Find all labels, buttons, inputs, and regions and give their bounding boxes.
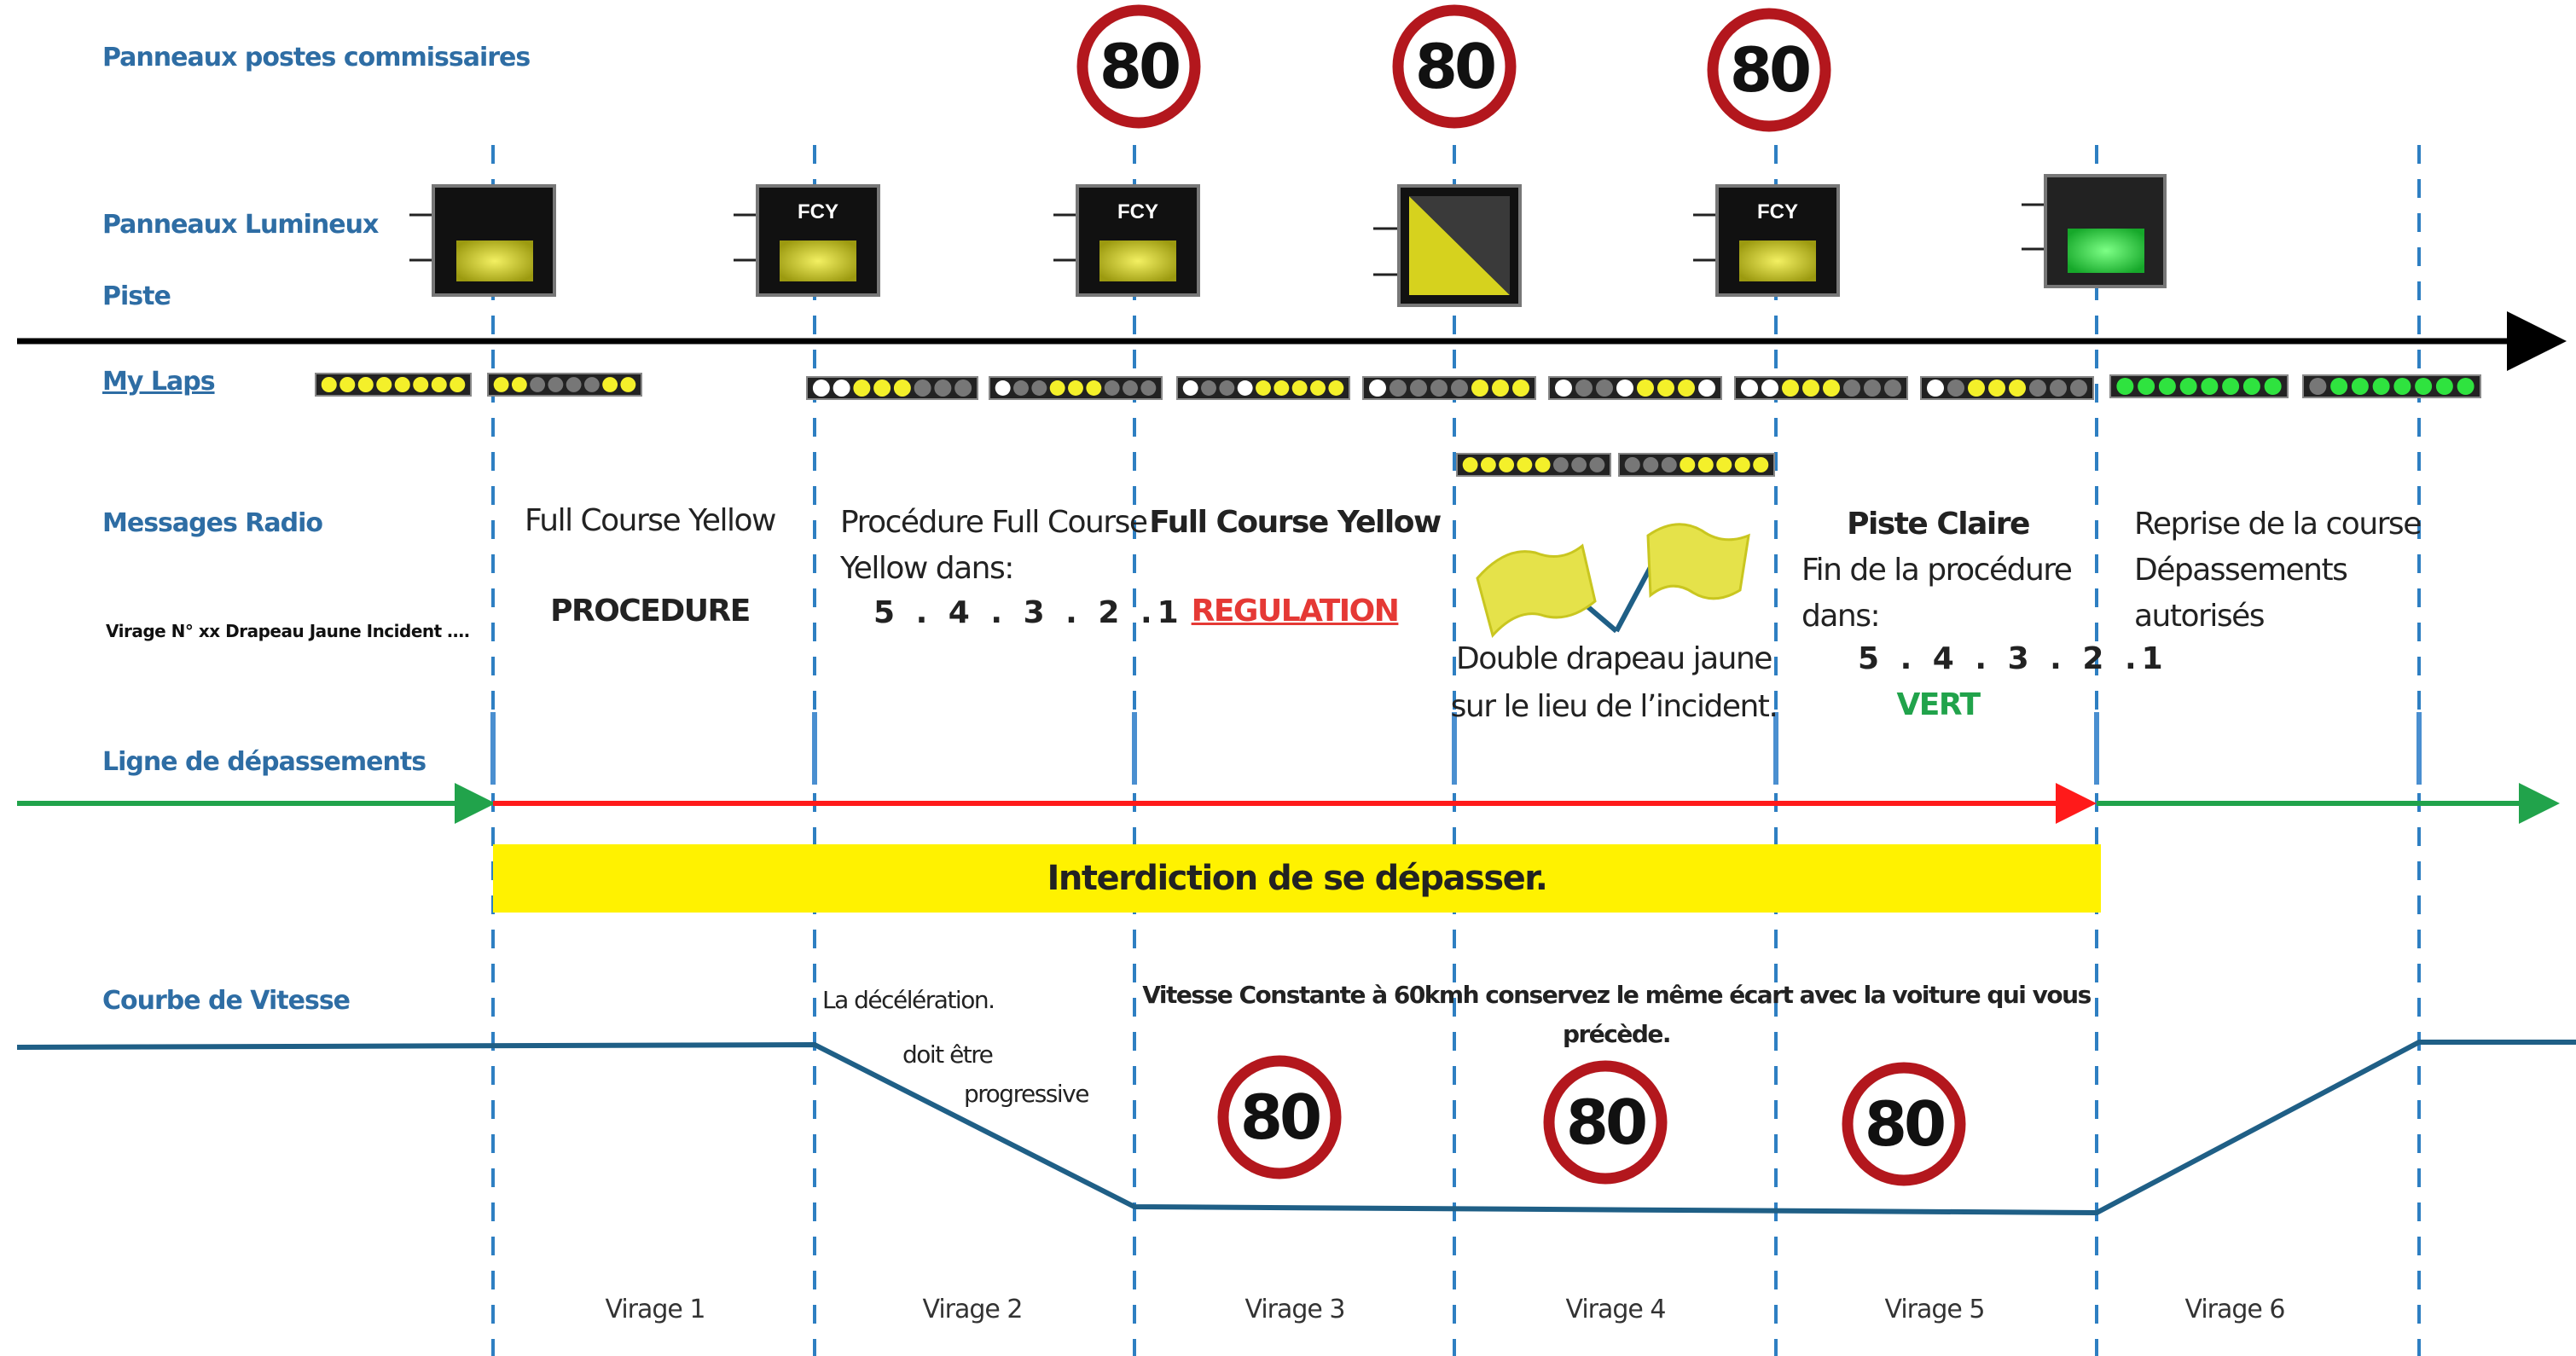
mylaps-strip	[1734, 376, 1908, 400]
mylaps-strip	[1362, 376, 1536, 400]
mylaps-strip	[1618, 453, 1775, 477]
mylaps-strip	[989, 376, 1163, 400]
virage-label-1: Virage 1	[605, 1295, 705, 1324]
light-panel-2-fcy: FCY	[734, 184, 880, 297]
virage-label-6: Virage 6	[2184, 1295, 2285, 1324]
mylaps-strip	[487, 373, 642, 397]
msg5-vert: VERT	[1896, 687, 1981, 722]
msg5-countdown: 5 . 4 . 3 . 2 .1	[1858, 641, 2168, 676]
speed-limit-value: 80	[1865, 1088, 1944, 1160]
mylaps-strip	[315, 373, 472, 397]
label-messages-radio: Messages Radio	[102, 508, 323, 538]
speed-signs: 80 80 80 80 80 80	[1076, 4, 1966, 1186]
decel-note-2: doit être	[902, 1040, 994, 1069]
mylaps-strip	[1456, 453, 1611, 477]
mylaps-indicators	[315, 373, 2481, 477]
virage-label-5: Virage 5	[1884, 1295, 1985, 1324]
label-piste: Piste	[102, 281, 171, 311]
speed-limit-sign-icon: 80	[1543, 1060, 1668, 1185]
msg1-line1: Full Course Yellow	[525, 503, 776, 538]
overtake-line-ticks	[490, 712, 2422, 785]
constant-speed-note-2: précède.	[1562, 1020, 1672, 1048]
msg5-title: Piste Claire	[1847, 507, 2030, 542]
mylaps-strip	[2302, 374, 2481, 398]
label-panneaux-postes: Panneaux postes commissaires	[102, 43, 531, 72]
speed-limit-value: 80	[1099, 31, 1179, 102]
mylaps-strip	[806, 376, 978, 400]
speed-curve	[16, 1040, 2576, 1216]
msg4-line2: sur le lieu de l’incident.	[1450, 689, 1778, 724]
msg2-countdown: 5 . 4 . 3 . 2 .1	[873, 595, 1184, 630]
msg5-line1: Fin de la procédure	[1801, 553, 2073, 588]
speed-limit-value: 80	[1240, 1081, 1320, 1153]
no-overtaking-banner: Interdiction de se dépasser.	[493, 844, 2101, 913]
light-panel-4-diagonal	[1373, 184, 1522, 307]
light-panel-6-green	[2022, 174, 2167, 288]
double-yellow-flag-icon	[1476, 523, 1750, 639]
light-panel-3-fcy: FCY	[1053, 184, 1200, 297]
label-virage-note: Virage N° xx Drapeau Jaune Incident ….	[106, 621, 470, 641]
speed-limit-value: 80	[1415, 31, 1494, 102]
speed-limit-value: 80	[1730, 34, 1809, 106]
msg2-line2: Yellow dans:	[840, 551, 1014, 586]
decel-note-1: La décélération.	[822, 986, 995, 1014]
speed-limit-sign-icon: 80	[1842, 1062, 1966, 1186]
speed-limit-sign-icon: 80	[1392, 4, 1517, 129]
mylaps-strip	[1920, 376, 2094, 400]
decel-note-3: progressive	[964, 1080, 1089, 1108]
label-panneaux-lumineux: Panneaux Lumineux	[102, 210, 379, 240]
msg4-line1: Double drapeau jaune	[1456, 641, 1772, 676]
msg6-line3: autorisés	[2134, 599, 2265, 634]
msg3-line1: Full Course Yellow	[1149, 505, 1442, 540]
label-my-laps: My Laps	[102, 367, 216, 397]
mylaps-strip	[2109, 374, 2289, 398]
speed-limit-sign-icon: 80	[1707, 8, 1831, 132]
msg6-line1: Reprise de la course	[2134, 507, 2422, 542]
mylaps-strip	[1176, 376, 1350, 400]
fcy-text: FCY	[798, 200, 838, 223]
msg2-line1: Procédure Full Course	[840, 505, 1148, 540]
virage-label-2: Virage 2	[922, 1295, 1023, 1324]
light-panel-1	[409, 184, 556, 297]
constant-speed-note-1: Vitesse Constante à 60kmh conservez le m…	[1142, 981, 2092, 1009]
virage-label-3: Virage 3	[1244, 1295, 1345, 1324]
speed-limit-value: 80	[1566, 1087, 1645, 1158]
msg1-line2: PROCEDURE	[550, 594, 751, 629]
msg3-line2: REGULATION	[1191, 594, 1400, 629]
msg5-line2: dans:	[1801, 599, 1881, 634]
light-panel-5-fcy: FCY	[1693, 184, 1840, 297]
speed-limit-sign-icon: 80	[1076, 4, 1201, 129]
virage-label-4: Virage 4	[1565, 1295, 1666, 1324]
label-courbe-vitesse: Courbe de Vitesse	[102, 986, 351, 1016]
fcy-text: FCY	[1117, 200, 1158, 223]
fcy-text: FCY	[1757, 200, 1798, 223]
speed-limit-sign-icon: 80	[1217, 1055, 1342, 1179]
label-ligne-depassements: Ligne de dépassements	[102, 747, 426, 777]
msg6-line2: Dépassements	[2134, 553, 2348, 588]
mylaps-strip	[1548, 376, 1722, 400]
